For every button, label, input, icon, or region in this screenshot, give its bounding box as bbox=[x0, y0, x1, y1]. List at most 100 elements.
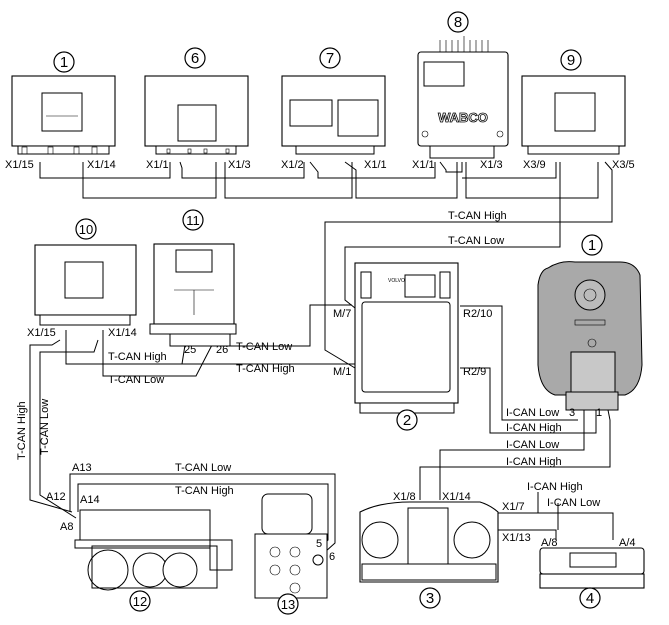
pin-label: A13 bbox=[72, 462, 92, 474]
pin-label: X1/15 bbox=[5, 159, 34, 171]
wire-1-3-high bbox=[419, 409, 611, 500]
wire-label: T-CAN Low bbox=[39, 399, 51, 455]
wire-2-1-r210 bbox=[460, 305, 578, 421]
wire-3-4-high bbox=[497, 512, 614, 540]
callout-12-label: 12 bbox=[133, 594, 147, 609]
pin-label: X1/15 bbox=[27, 327, 56, 339]
pin-label: 25 bbox=[184, 344, 196, 356]
wabco-logo: WABCO bbox=[438, 110, 488, 125]
component-13[interactable] bbox=[254, 493, 328, 599]
pin-label: X1/1 bbox=[146, 159, 169, 171]
pin-label: R2/10 bbox=[463, 308, 492, 320]
pin-label: A/4 bbox=[619, 537, 636, 549]
wire-label: T-CAN Low bbox=[236, 341, 292, 353]
wire-10-11-low bbox=[102, 330, 213, 377]
callout-2 bbox=[396, 409, 418, 431]
pin-label: X1/14 bbox=[108, 327, 137, 339]
wire-tcan-high-m1 bbox=[65, 330, 355, 365]
component-9[interactable] bbox=[521, 75, 626, 155]
wire-3-4-low bbox=[497, 529, 557, 540]
wire-8-9-b bbox=[462, 162, 557, 179]
callout-8-label: 8 bbox=[454, 14, 462, 31]
wire-10-12-low bbox=[39, 339, 99, 519]
callout-11 bbox=[182, 209, 204, 231]
wire-10-12-high bbox=[29, 339, 73, 513]
wire-label: T-CAN Low bbox=[175, 462, 231, 474]
component-10[interactable] bbox=[34, 244, 137, 326]
callout-9-label: 9 bbox=[567, 52, 575, 69]
wire-8-9-high bbox=[465, 162, 599, 199]
pin-label: X1/2 bbox=[281, 159, 304, 171]
callout-8 bbox=[447, 11, 469, 33]
wire-2-1-r29 bbox=[460, 367, 597, 434]
wire-label: I-CAN Low bbox=[506, 407, 559, 419]
component-3[interactable] bbox=[359, 501, 499, 583]
wire-label: T-CAN High bbox=[16, 401, 28, 460]
callout-7 bbox=[319, 47, 341, 69]
wire-label: T-CAN High bbox=[175, 485, 234, 497]
callout-6 bbox=[184, 47, 206, 69]
callout-7-label: 7 bbox=[326, 50, 334, 67]
wire-7-8-high bbox=[344, 161, 458, 199]
pin-label: X1/1 bbox=[412, 159, 435, 171]
wire-tcan-high-9-2 bbox=[324, 161, 613, 369]
callout-5-label: 1 bbox=[60, 54, 68, 71]
callout-1-label: 1 bbox=[588, 237, 596, 254]
callout-13 bbox=[277, 593, 299, 615]
pin-label: 1 bbox=[596, 407, 602, 419]
callout-1 bbox=[581, 234, 603, 256]
pin-label: 3 bbox=[569, 407, 575, 419]
component-7[interactable] bbox=[281, 75, 386, 155]
wire-label: I-CAN High bbox=[506, 422, 562, 434]
component-12[interactable] bbox=[74, 509, 233, 591]
wire-label: I-CAN Low bbox=[506, 439, 559, 451]
component-4[interactable] bbox=[539, 547, 645, 589]
callout-10-label: 10 bbox=[79, 222, 93, 237]
pin-label: X1/3 bbox=[228, 159, 251, 171]
component-11[interactable] bbox=[149, 243, 237, 347]
wire-11-25 bbox=[181, 344, 186, 365]
wire-7-8 bbox=[309, 161, 436, 179]
pin-label: A12 bbox=[46, 491, 66, 503]
component-2[interactable]: VOLVO bbox=[354, 262, 459, 414]
callout-3-label: 3 bbox=[426, 590, 434, 607]
wire-label: I-CAN Low bbox=[547, 497, 600, 509]
callout-9 bbox=[560, 49, 582, 71]
pin-label: 5 bbox=[316, 538, 322, 550]
pin-label: X1/8 bbox=[393, 491, 416, 503]
pin-label: X3/5 bbox=[612, 159, 635, 171]
wire-12-13-low bbox=[69, 473, 336, 553]
pin-label: A14 bbox=[80, 494, 100, 506]
component-5[interactable] bbox=[11, 75, 116, 155]
callout-4-label: 4 bbox=[586, 590, 594, 607]
wire-label: T-CAN Low bbox=[108, 374, 164, 386]
callout-10 bbox=[75, 218, 97, 240]
pin-label: A/8 bbox=[541, 537, 558, 549]
callout-4 bbox=[579, 587, 601, 609]
wire-5-6-high bbox=[82, 162, 217, 199]
pin-label: X1/13 bbox=[502, 532, 531, 544]
volvo-logo: VOLVO bbox=[388, 278, 405, 284]
pin-label: X3/9 bbox=[523, 159, 546, 171]
callout-12 bbox=[129, 590, 151, 612]
wire-1-3-low bbox=[439, 410, 585, 500]
component-1[interactable] bbox=[537, 261, 643, 411]
wire-8-9-low bbox=[439, 161, 463, 173]
wire-labels: T-CAN High T-CAN Low T-CAN Low T-CAN Hig… bbox=[16, 210, 600, 509]
wire-label: I-CAN High bbox=[506, 456, 562, 468]
wire-tcan-low-9-2 bbox=[344, 162, 561, 309]
pin-label: X1/1 bbox=[364, 159, 387, 171]
callout-5 bbox=[53, 51, 75, 73]
pin-label: X1/7 bbox=[502, 501, 525, 513]
component-8[interactable]: WABCO bbox=[417, 36, 509, 159]
callout-3 bbox=[419, 587, 441, 609]
callout-2-label: 2 bbox=[403, 412, 411, 429]
wire-6-7-high bbox=[224, 162, 353, 199]
pin-label: X1/3 bbox=[480, 159, 503, 171]
pin-label: R2/9 bbox=[463, 366, 486, 378]
pin-labels: X1/15 X1/14 X1/1 X1/3 X1/2 X1/1 X1/1 X1/… bbox=[5, 159, 636, 563]
pin-label: M/1 bbox=[333, 366, 351, 378]
component-6[interactable] bbox=[144, 75, 249, 155]
wire-6-7 bbox=[179, 161, 305, 179]
